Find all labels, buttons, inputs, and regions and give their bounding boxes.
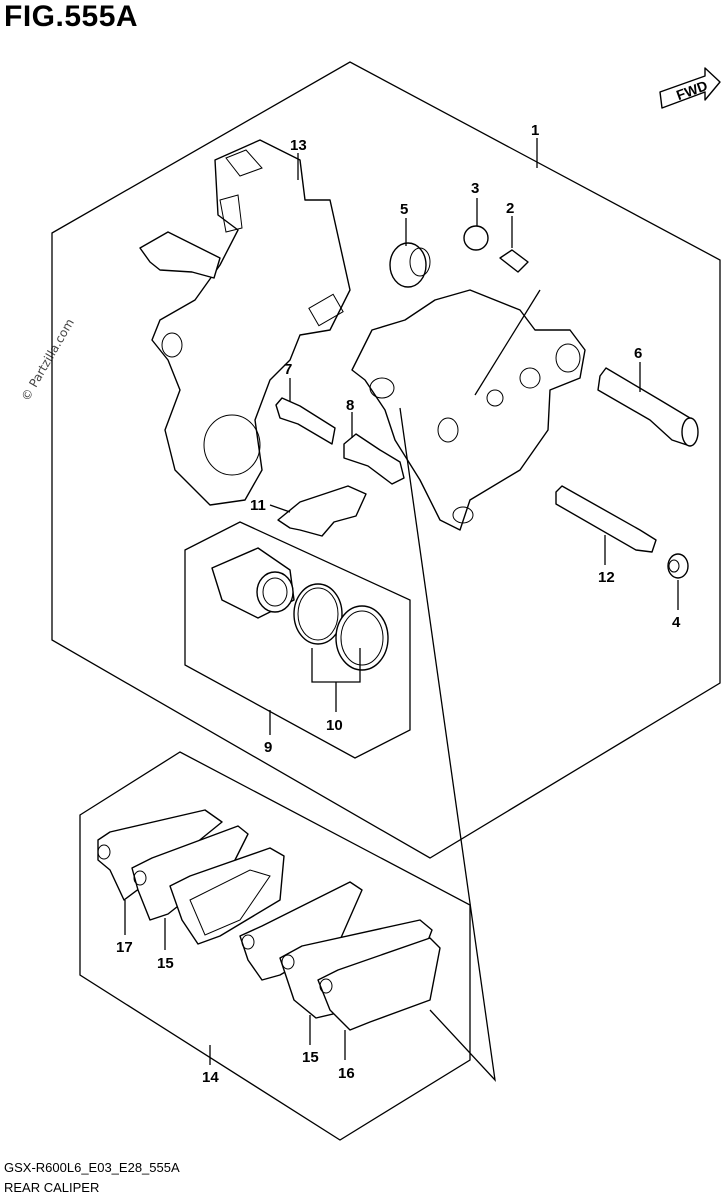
callout-4: 4	[672, 614, 681, 631]
watermark: © Partzilla.com	[18, 316, 76, 403]
caliper-assembly-outline	[51, 61, 721, 859]
retainer-clip	[139, 231, 221, 279]
bleeder-cap	[463, 225, 489, 251]
callout-16: 16	[338, 1065, 355, 1082]
pad-shim-16	[317, 937, 441, 1031]
callout-13: 13	[290, 137, 307, 154]
pin-bolt	[275, 397, 336, 445]
callout-11: 11	[250, 497, 266, 514]
pin-cap	[667, 553, 689, 579]
caliper-body	[351, 289, 586, 531]
callout-14: 14	[202, 1069, 219, 1086]
callout-15b: 15	[302, 1049, 319, 1066]
callout-17: 17	[116, 939, 133, 956]
caliper-bracket	[151, 139, 351, 506]
leader-lines	[124, 138, 679, 1082]
piston	[211, 547, 295, 619]
callout-2: 2	[506, 200, 514, 217]
figure-title: FIG.555A	[4, 0, 139, 33]
callout-5: 5	[400, 201, 408, 218]
pad-mount-pin	[555, 485, 657, 553]
callout-9: 9	[264, 739, 272, 756]
pad-spring	[277, 485, 367, 537]
bleeder-valve	[499, 249, 529, 273]
fwd-label: FWD	[674, 77, 709, 103]
pad-set-outline	[79, 751, 471, 1141]
callout-12: 12	[598, 569, 615, 586]
callout-3: 3	[471, 180, 479, 197]
brake-pad-a	[169, 847, 285, 945]
callout-15a: 15	[157, 955, 174, 972]
seal-rings	[293, 583, 389, 671]
figure-code: GSX-R600L6_E03_E28_555A	[4, 1160, 180, 1175]
slide-pin	[597, 367, 699, 447]
piston-seal-set-outline	[184, 521, 411, 759]
callout-10: 10	[326, 717, 343, 734]
callout-6: 6	[634, 345, 642, 362]
fwd-arrow-icon: FWD	[659, 67, 721, 109]
callout-7: 7	[284, 361, 292, 378]
callout-1: 1	[531, 122, 539, 139]
figure-name: REAR CALIPER	[4, 1180, 100, 1195]
boot	[389, 242, 431, 288]
callout-8: 8	[346, 397, 354, 414]
pin-boot	[343, 433, 405, 485]
callouts: 1 2 3 4 5 6 7 8 9 10 11 12 13 14 15 15 1…	[116, 122, 681, 1086]
